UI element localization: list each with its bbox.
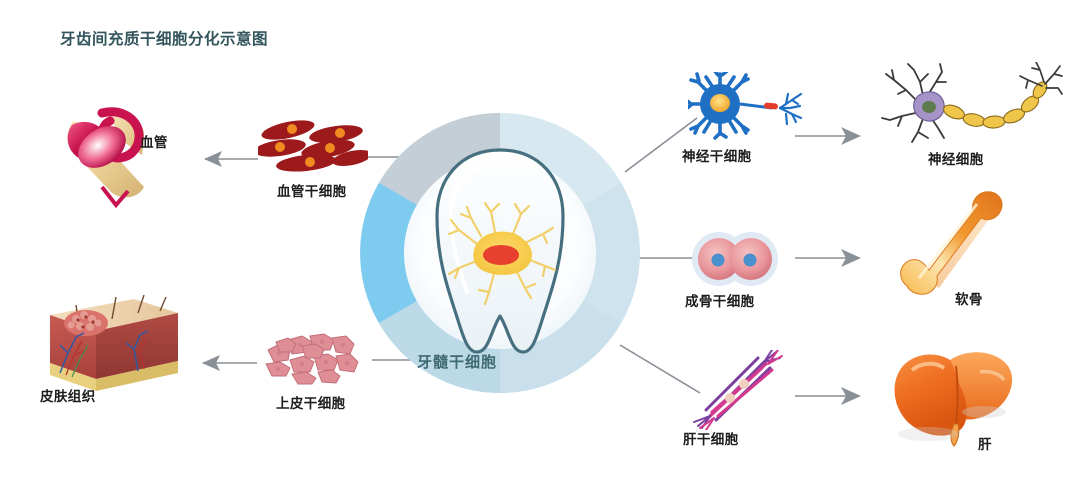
skin-tissue-icon xyxy=(38,293,183,402)
liver-label: 肝 xyxy=(978,437,992,453)
blood-vessel-icon xyxy=(50,95,165,214)
arrow-epithelial-to-skin xyxy=(202,355,257,371)
skin-tissue-label: 皮肤组织 xyxy=(40,389,96,405)
cartilage-label: 软骨 xyxy=(955,292,983,308)
epithelial-stem-cells-icon xyxy=(258,328,368,390)
lesion-cluster xyxy=(64,310,108,336)
epithelial-stem-cells-label: 上皮干细胞 xyxy=(276,396,346,412)
osteogenic-stem-cells-icon xyxy=(688,228,788,294)
neural-stem-cell-label: 神经干细胞 xyxy=(682,149,752,165)
arrow-liverstem-to-liver xyxy=(795,387,861,405)
osteogenic-stem-cells-label: 成骨干细胞 xyxy=(685,294,755,310)
donut-ring xyxy=(360,113,640,393)
blood-vessel-label: 血管 xyxy=(140,135,168,151)
nerve-cell-label: 神经细胞 xyxy=(928,152,984,168)
liver-stem-cells-label: 肝干细胞 xyxy=(683,432,739,448)
center-hub: 牙髓干细胞 xyxy=(355,108,645,398)
tooth-with-stem-cell-icon xyxy=(435,148,565,354)
stem-cell-processes xyxy=(447,201,557,306)
cartilage-bone-icon xyxy=(885,178,1010,312)
neural-stem-cell-icon xyxy=(684,68,806,146)
liver-stem-cells-icon xyxy=(692,349,792,434)
stem-cell-nucleus xyxy=(483,245,519,265)
arrow-osteogenic-to-cartilage xyxy=(795,249,861,267)
vascular-stem-cells-label: 血管干细胞 xyxy=(277,184,347,200)
liver-icon xyxy=(888,338,1018,462)
arrow-vascular-to-vessel xyxy=(204,151,258,167)
vascular-stem-cells-icon xyxy=(254,118,372,182)
page-title: 牙齿间充质干细胞分化示意图 xyxy=(60,30,269,48)
nerve-cell-icon xyxy=(878,61,1063,151)
center-label: 牙髓干细胞 xyxy=(417,353,498,371)
